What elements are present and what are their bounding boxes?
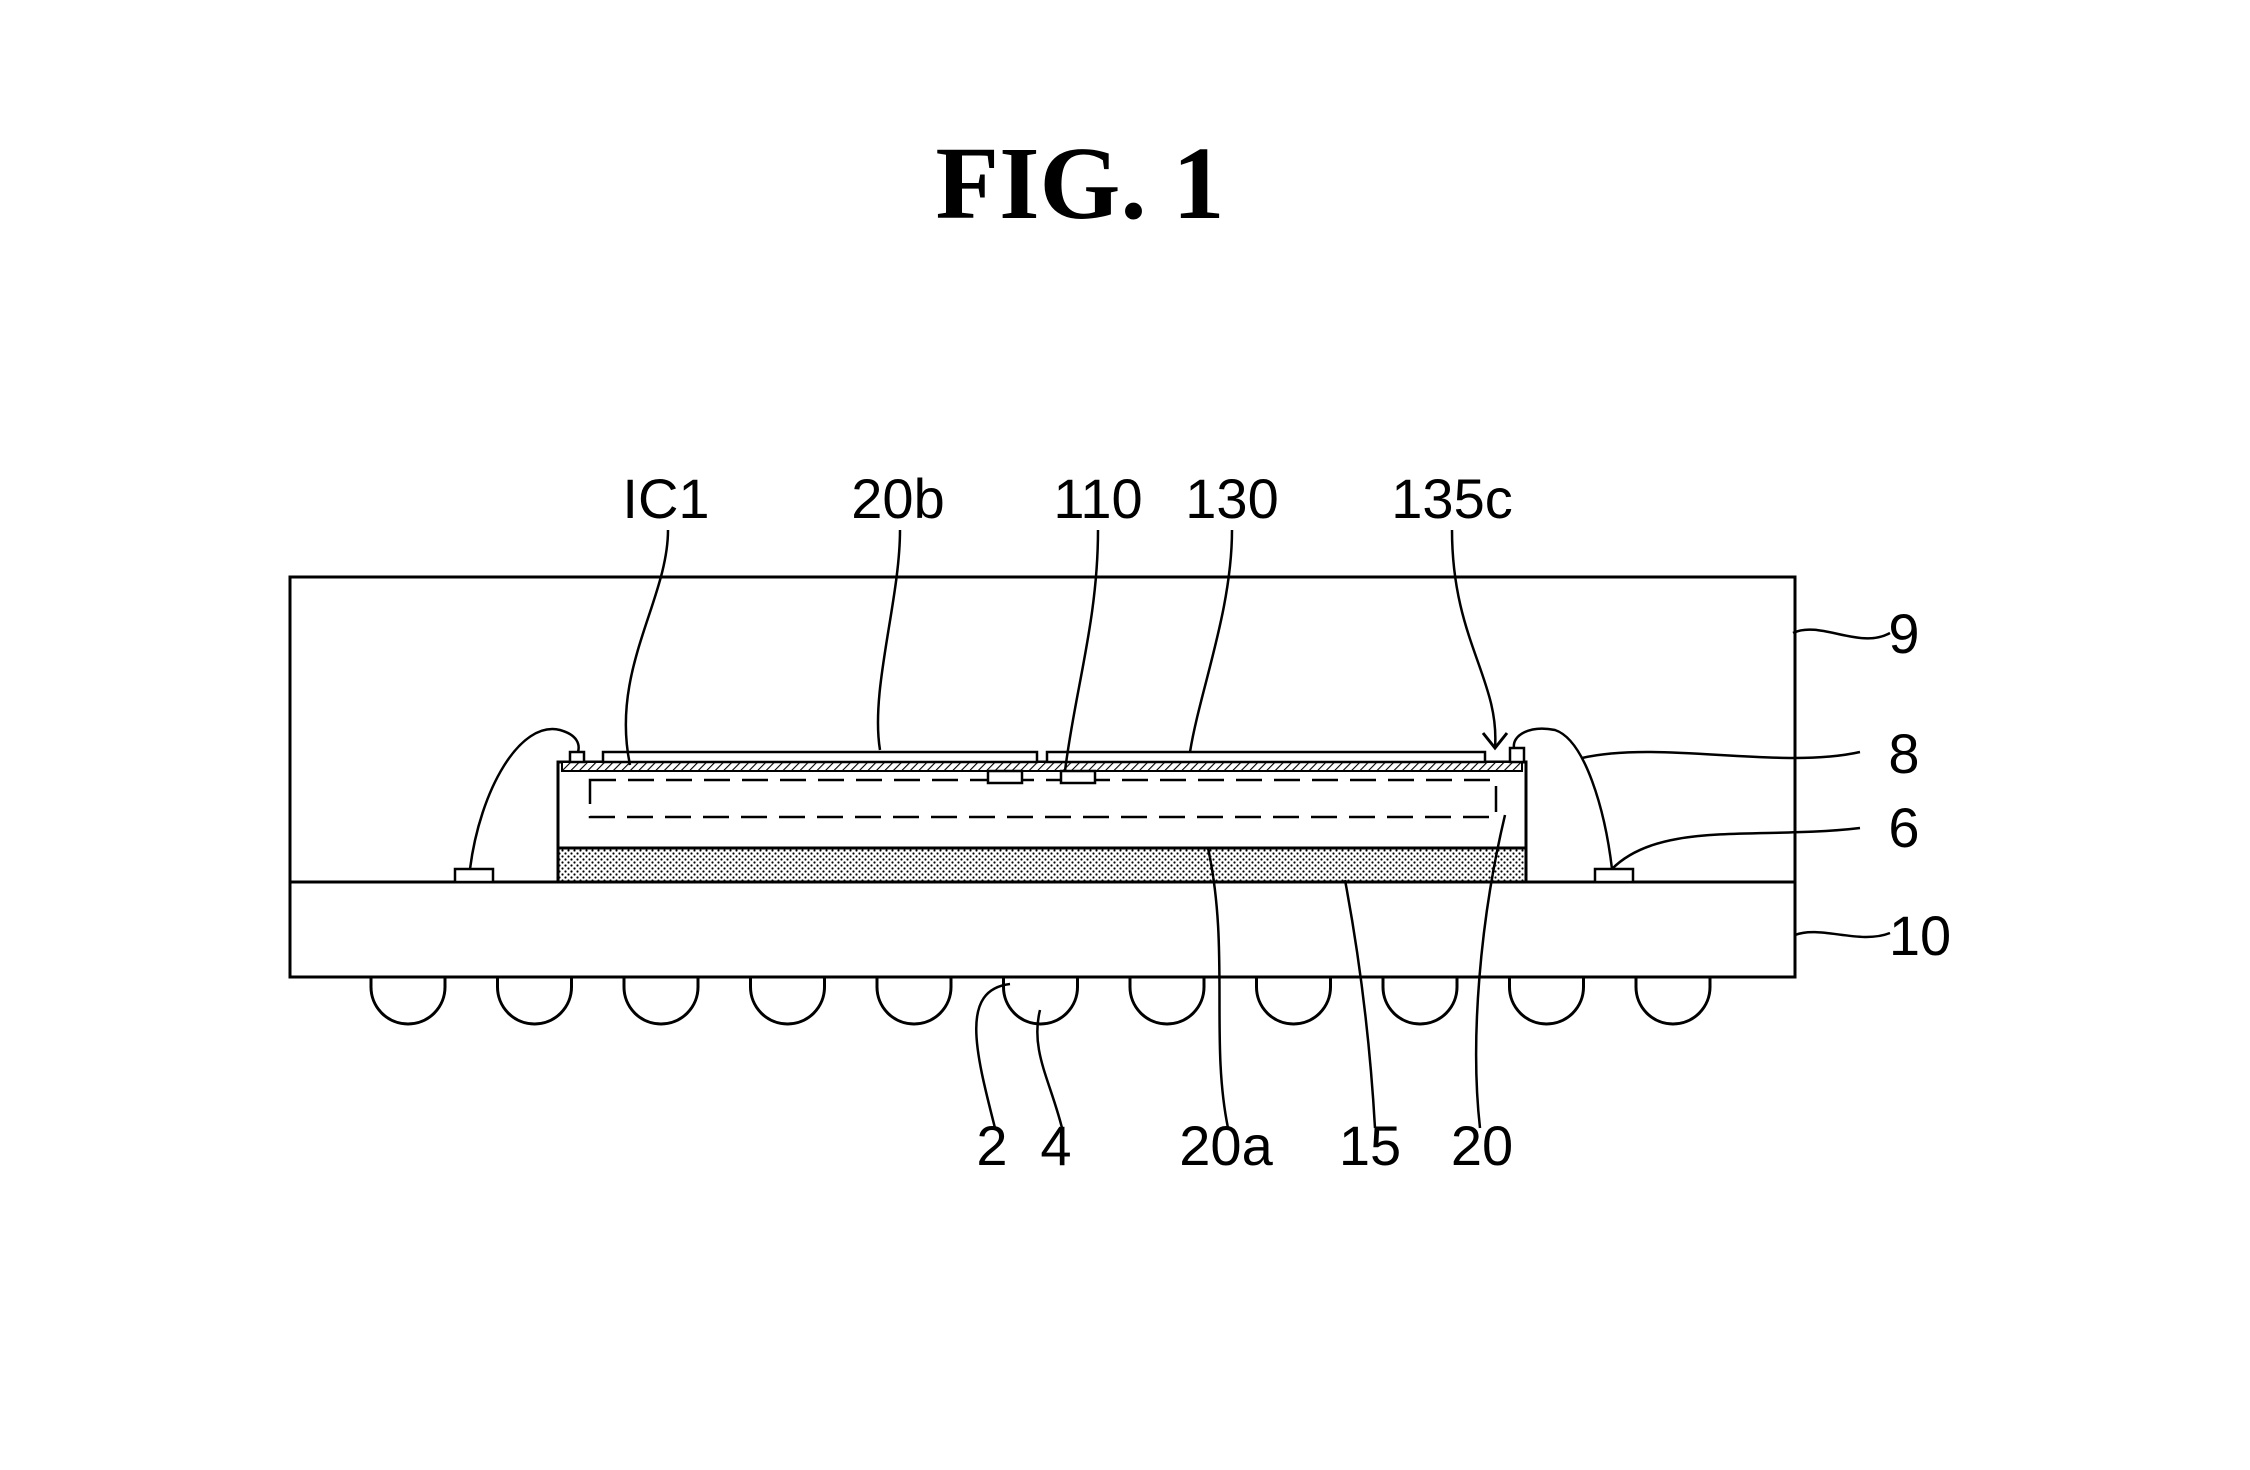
substrate-pad-left <box>455 869 493 882</box>
label-135c: 135c <box>1391 467 1512 530</box>
label-20: 20 <box>1451 1114 1513 1177</box>
solder-ball <box>498 977 572 1024</box>
label-10: 10 <box>1889 904 1951 967</box>
solder-ball <box>1004 977 1078 1024</box>
bonding-wire-right <box>1514 729 1612 869</box>
hatched-layer <box>562 762 1522 771</box>
solder-ball <box>751 977 825 1024</box>
solder-ball <box>1130 977 1204 1024</box>
label-20b: 20b <box>851 467 944 530</box>
solder-ball <box>1257 977 1331 1024</box>
label-110: 110 <box>1053 467 1142 530</box>
label-15: 15 <box>1339 1114 1401 1177</box>
solder-ball <box>1636 977 1710 1024</box>
figure-title: FIG. 1 <box>936 126 1225 241</box>
package-substrate <box>290 882 1795 977</box>
top-pattern-left <box>603 752 1037 762</box>
label-8: 8 <box>1888 722 1919 785</box>
chip-pad-right <box>1510 748 1524 762</box>
solder-ball <box>1383 977 1457 1024</box>
substrate-pad-right <box>1595 869 1633 882</box>
pad-110-left <box>988 771 1022 783</box>
ic-region-dashed <box>590 780 1496 817</box>
label-130: 130 <box>1185 467 1278 530</box>
mold-body <box>290 577 1795 882</box>
solder-ball <box>877 977 951 1024</box>
solder-ball <box>624 977 698 1024</box>
label-4: 4 <box>1040 1114 1071 1177</box>
solder-ball <box>1510 977 1584 1024</box>
label-6: 6 <box>1888 796 1919 859</box>
label-ic1: IC1 <box>622 467 709 530</box>
label-2: 2 <box>976 1114 1007 1177</box>
label-9: 9 <box>1888 602 1919 665</box>
pad-110-right <box>1061 771 1095 783</box>
label-20a: 20a <box>1179 1114 1273 1177</box>
leader-lines <box>626 530 1890 1128</box>
solder-ball <box>371 977 445 1024</box>
semiconductor-chip <box>558 762 1526 848</box>
solder-balls <box>371 977 1710 1024</box>
chip-pad-left <box>570 752 584 762</box>
top-pattern-right <box>1047 752 1485 762</box>
adhesive-layer <box>558 848 1526 882</box>
